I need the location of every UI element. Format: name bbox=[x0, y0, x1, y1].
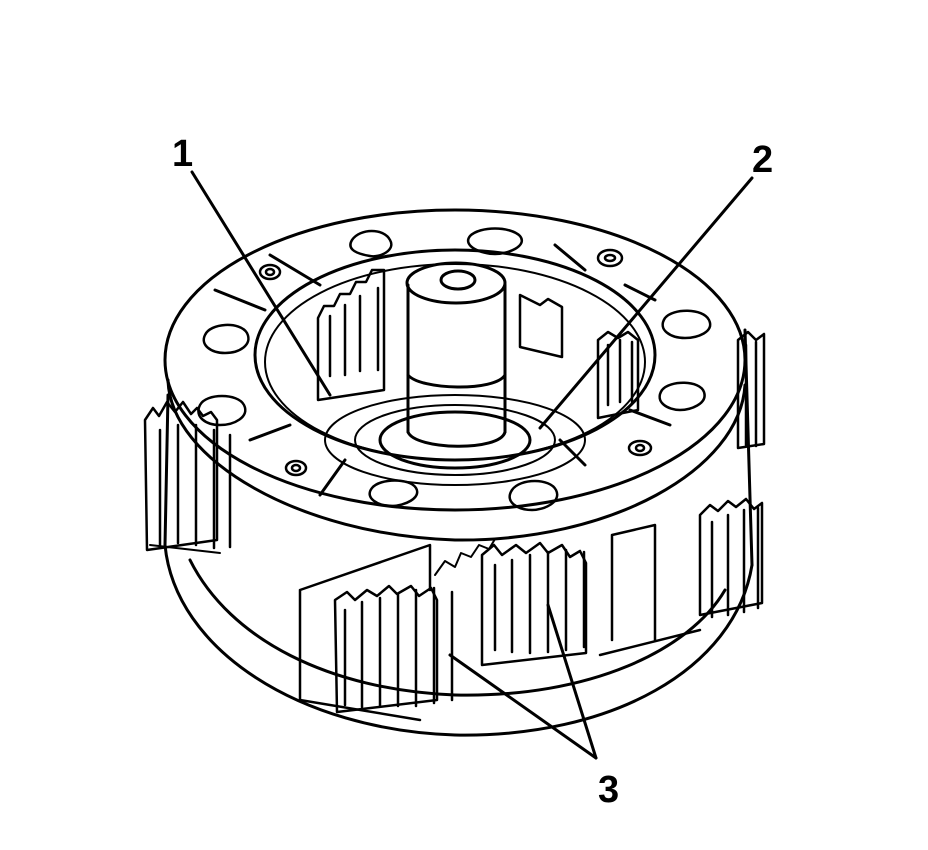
callout-1: 1 bbox=[172, 133, 193, 175]
callout-3: 3 bbox=[598, 769, 619, 811]
front-planet-gears bbox=[143, 330, 766, 722]
callout-labels: 1 2 3 bbox=[172, 133, 773, 811]
central-shaft bbox=[324, 261, 586, 486]
carrier-top-plate bbox=[163, 208, 747, 542]
plate-fasteners bbox=[197, 227, 712, 512]
leader-line-3b bbox=[546, 603, 598, 760]
leader-line-1 bbox=[190, 170, 332, 397]
carrier-body bbox=[163, 328, 754, 737]
callout-2: 2 bbox=[752, 139, 773, 181]
leader-line-2 bbox=[538, 176, 754, 430]
leader-lines bbox=[190, 170, 754, 760]
leader-line-3a bbox=[448, 653, 598, 760]
inner-planet-teeth bbox=[316, 268, 640, 420]
